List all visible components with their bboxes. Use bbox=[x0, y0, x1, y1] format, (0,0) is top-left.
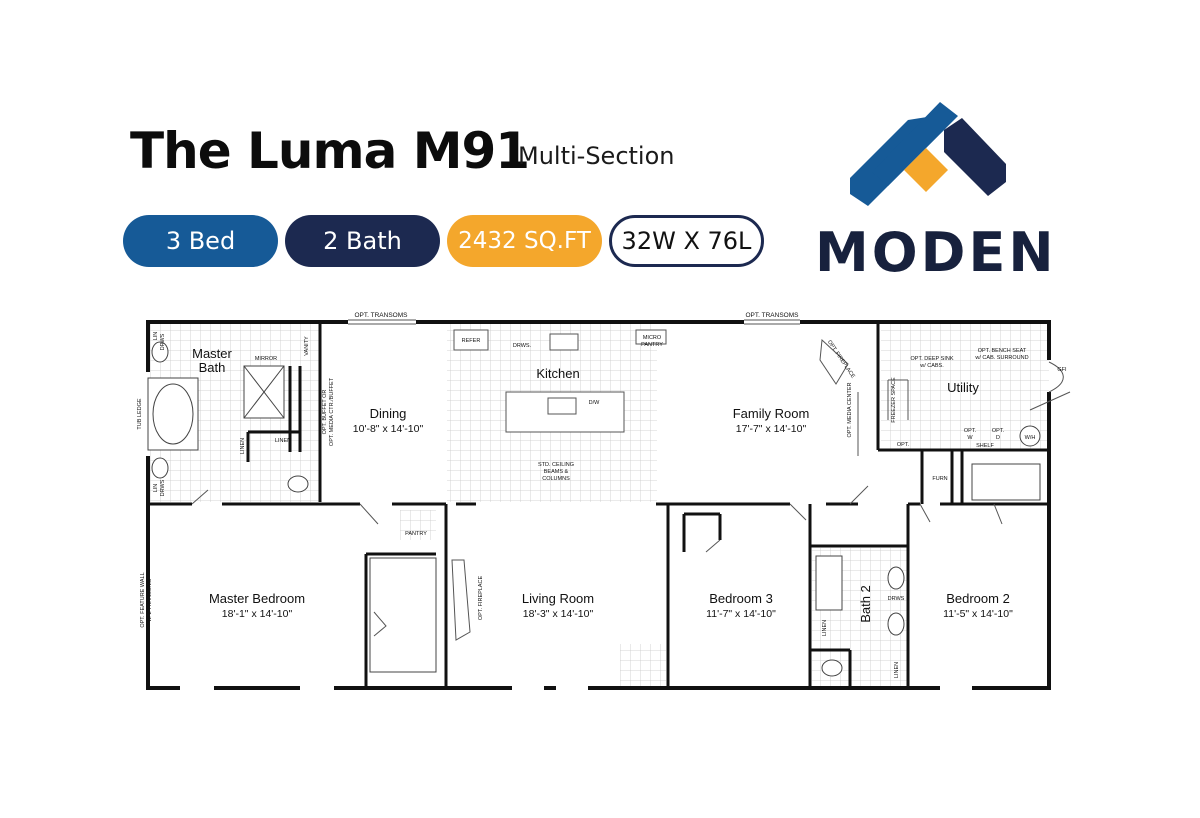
washer-label: W bbox=[967, 435, 973, 441]
opt-label: OPT. bbox=[964, 428, 977, 434]
refer-label: REFER bbox=[462, 338, 481, 344]
linen-label: LINEN bbox=[240, 438, 246, 454]
opt-transoms-label: OPT. TRANSOMS bbox=[355, 312, 409, 319]
dryer-label: D bbox=[996, 435, 1000, 441]
opt-feature-wall-label: w/ 2 TRANSOMS bbox=[147, 578, 153, 622]
living-room-label: Living Room bbox=[522, 591, 594, 606]
opt-deep-sink-label: w/ CABS. bbox=[919, 363, 944, 369]
bedroom-2-dims: 11'-5" x 14'-10" bbox=[943, 608, 1013, 620]
beds-badge: 3 Bed bbox=[123, 215, 278, 267]
tile-floors bbox=[150, 324, 1049, 688]
linen-label: LINEN bbox=[822, 620, 828, 636]
bedroom-3-label: Bedroom 3 bbox=[709, 591, 773, 606]
micro-label: MICRO bbox=[643, 335, 662, 341]
bath-2-label: Bath 2 bbox=[858, 585, 873, 623]
std-ceiling-label: STD. CEILING bbox=[538, 462, 574, 468]
bath-fixtures bbox=[147, 341, 1041, 677]
opt-bench-label: w/ CAB. SURROUND bbox=[974, 355, 1028, 361]
vanity-label: VANITY bbox=[304, 336, 310, 356]
opt-feature-wall-label: OPT. FEATURE WALL bbox=[140, 572, 146, 627]
master-bath-label-1: Master bbox=[192, 346, 232, 361]
std-ceiling-label: COLUMNS bbox=[542, 476, 570, 482]
opt-fireplace-label: OPT. FIREPLACE bbox=[826, 339, 856, 379]
plan-subtitle: Multi-Section bbox=[518, 142, 675, 170]
master-bedroom-dims: 18'-1" x 14'-10" bbox=[222, 608, 293, 620]
freezer-space-label: FREEZER SPACE bbox=[891, 377, 897, 423]
sqft-badge: 2432 SQ.FT bbox=[447, 215, 602, 267]
drws-label: DRWS bbox=[160, 479, 166, 496]
dining-label: Dining bbox=[370, 406, 407, 421]
utility-label: Utility bbox=[947, 380, 979, 395]
opt-bench-label: OPT. BENCH SEAT bbox=[978, 348, 1027, 354]
water-heater-label: W/H bbox=[1025, 435, 1036, 441]
master-bedroom-label: Master Bedroom bbox=[209, 591, 305, 606]
opt-deep-sink-label: OPT. DEEP SINK bbox=[911, 356, 954, 362]
dimensions-badge: 32W X 76L bbox=[609, 215, 764, 267]
dw-label: D/W bbox=[589, 400, 601, 406]
room-labels: Master Bath Dining 10'-8" x 14'-10" Kitc… bbox=[192, 346, 1013, 623]
master-bath-label-2: Bath bbox=[199, 360, 226, 375]
drws-label: DRWS bbox=[160, 333, 166, 350]
drws-label: DRWS. bbox=[513, 343, 532, 349]
tub-ledge-label: TUB LEDGE bbox=[137, 398, 143, 430]
opt-buffet-label: OPT. BUFFET OR bbox=[322, 390, 328, 435]
family-room-dims: 17'-7" x 14'-10" bbox=[736, 423, 807, 435]
furnace-label: FURN bbox=[932, 476, 947, 482]
kitchen-fixtures bbox=[453, 329, 667, 433]
lin-label: LIN bbox=[153, 484, 159, 493]
brand-name: MODEN bbox=[815, 221, 1057, 284]
pantry-label: PANTRY bbox=[641, 342, 663, 348]
pantry-label: PANTRY bbox=[405, 531, 427, 537]
gfi-label: GFI bbox=[1057, 367, 1067, 373]
kitchen-label: Kitchen bbox=[536, 366, 579, 381]
opt-fireplace-label: OPT. FIREPLACE bbox=[478, 576, 484, 621]
drws-label: DRWS bbox=[888, 596, 905, 602]
std-ceiling-label: BEAMS & bbox=[544, 469, 569, 475]
opt-media-center-label: OPT. MEDIA CENTER bbox=[847, 382, 853, 437]
linen-label: LINEN bbox=[275, 438, 291, 444]
moden-logo-icon bbox=[850, 102, 1006, 206]
opt-media-buffet-label: OPT. MEDIA CTR./BUFFET bbox=[329, 377, 335, 446]
living-room-dims: 18'-3" x 14'-10" bbox=[523, 608, 594, 620]
opt-transoms-label: OPT. TRANSOMS bbox=[746, 312, 800, 319]
plan-title: The Luma M91 bbox=[130, 122, 530, 180]
dining-dims: 10'-8" x 14'-10" bbox=[353, 423, 424, 435]
bedroom-3-dims: 11'-7" x 14'-10" bbox=[706, 608, 776, 620]
mirror-label: MIRROR bbox=[255, 356, 277, 362]
door-swings bbox=[191, 319, 1071, 641]
opt-label: OPT. bbox=[992, 428, 1005, 434]
lin-label: LIN bbox=[153, 332, 159, 341]
baths-badge: 2 Bath bbox=[285, 215, 440, 267]
linen-label: LINEN bbox=[894, 662, 900, 678]
opt-label: OPT. bbox=[897, 442, 910, 448]
bedroom-2-label: Bedroom 2 bbox=[946, 591, 1010, 606]
shelf-label: SHELF bbox=[976, 443, 994, 449]
family-room-label: Family Room bbox=[733, 406, 810, 421]
exterior-walls bbox=[146, 320, 1051, 690]
